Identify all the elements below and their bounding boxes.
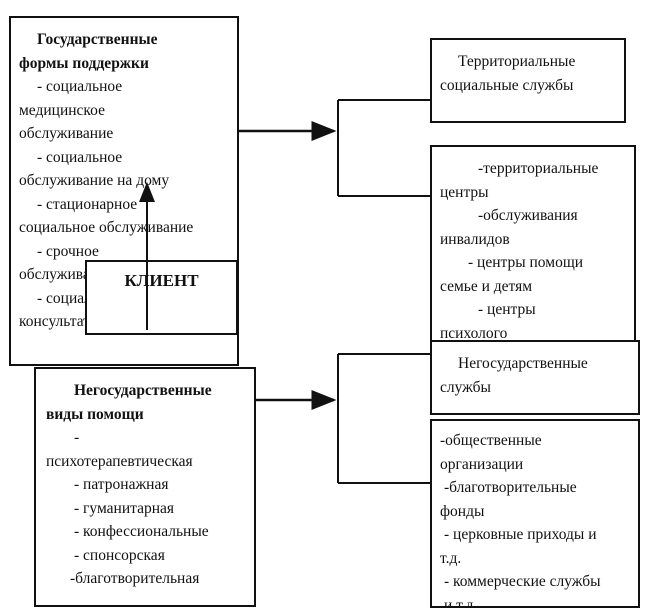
territorial-list-item: семье и детям <box>440 277 533 295</box>
territorial-list-item: -территориальные <box>478 160 599 177</box>
territorial-list-item: центры <box>440 183 489 201</box>
state-forms-item: - срочное <box>37 242 99 260</box>
nonstate-list-item: - церковные приходы и <box>444 526 597 543</box>
nonstate-aid-title-1: Негосударственные <box>74 382 212 399</box>
nonstate-aid-item: - патронажная <box>74 476 169 493</box>
nonstate-list-box: -общественные организации -благотворител… <box>430 419 640 608</box>
nonstate-list-item: -благотворительные <box>444 479 577 496</box>
territorial-list-item: психолого <box>440 324 508 342</box>
state-forms-item: - стационарное <box>37 195 138 213</box>
nonstate-aid-item: - гуманитарная <box>74 499 175 517</box>
state-forms-title-1: Государственные <box>37 31 158 48</box>
territorial-list-item: инвалидов <box>440 230 510 248</box>
territorial-list-box: -территориальные центры -обслуживания ин… <box>430 145 636 342</box>
nonstate-aid-item: - конфессиональные <box>74 523 209 540</box>
nonstate-aid-box: Негосударственные виды помощи - психотер… <box>34 367 256 607</box>
nonstate-list-item: т.д. <box>440 549 462 567</box>
state-forms-item: медицинское <box>19 101 105 119</box>
client-box: КЛИЕНТ <box>85 260 238 335</box>
client-label: КЛИЕНТ <box>124 271 199 290</box>
nonstate-aid-item: -благотворительная <box>70 570 200 587</box>
nonstate-aid-item: - <box>74 429 80 446</box>
territorial-list-item: - центры <box>478 301 536 318</box>
territorial-services-title-1: Территориальные <box>458 53 576 70</box>
territorial-services-title-2: социальные службы <box>440 76 574 94</box>
nonstate-services-title-1: Негосударственные <box>458 355 588 372</box>
nonstate-list-item: и т.д. <box>444 596 478 608</box>
territorial-services-box: Территориальные социальные службы <box>430 38 626 123</box>
state-forms-item: обслуживание <box>19 125 114 142</box>
nonstate-aid-item: - спонсорская <box>74 546 165 564</box>
nonstate-aid-item: психотерапевтическая <box>46 452 193 470</box>
state-forms-item: социальное обслуживание <box>19 219 194 236</box>
nonstate-aid-title-2: виды помощи <box>46 405 144 423</box>
state-forms-item: - социальное <box>37 148 123 166</box>
nonstate-list-item: - коммерческие службы <box>444 573 601 590</box>
nonstate-services-title-2: службы <box>440 378 491 396</box>
nonstate-list-item: фонды <box>440 502 485 520</box>
nonstate-services-box: Негосударственные службы <box>430 340 640 415</box>
state-forms-item: обслуживание на дому <box>19 172 170 189</box>
nonstate-list-item: организации <box>440 455 524 473</box>
nonstate-list-item: -общественные <box>440 432 542 449</box>
state-forms-item: - социальное <box>37 78 123 95</box>
territorial-list-item: -обслуживания <box>478 207 578 224</box>
territorial-list-item: - центры помощи <box>468 254 584 271</box>
state-forms-title-2: формы поддержки <box>19 54 149 72</box>
